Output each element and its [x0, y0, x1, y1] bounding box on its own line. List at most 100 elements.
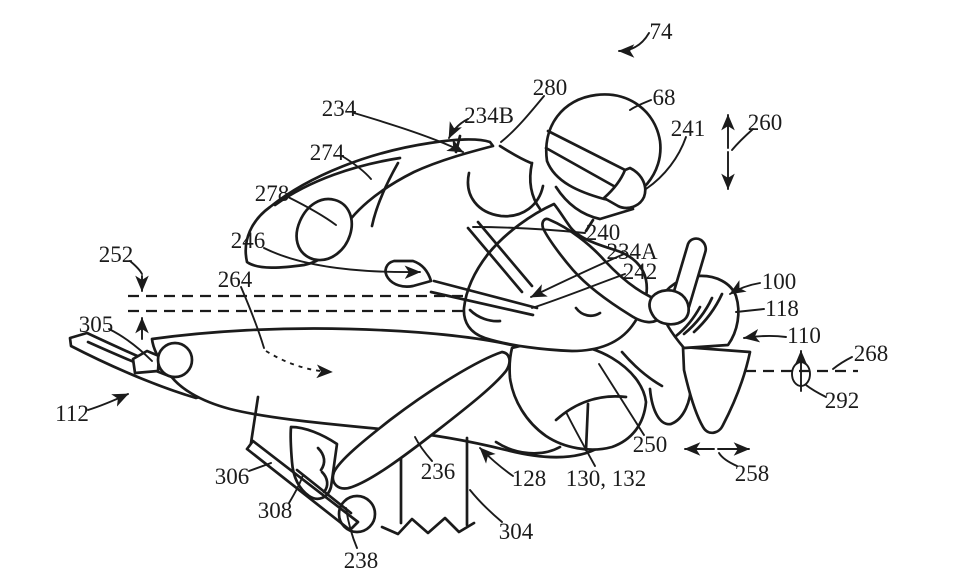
ref-label-74: 74 [650, 19, 674, 44]
tail-roller [156, 341, 194, 379]
pedestal-break-line [380, 516, 476, 536]
rider-arm [541, 217, 663, 324]
leader-250 [598, 363, 645, 436]
ref-label-238: 238 [344, 548, 379, 573]
ref-label-246: 246 [231, 228, 266, 253]
ref-label-110: 110 [787, 323, 821, 348]
rider-thigh [331, 350, 511, 490]
ref-label-308: 308 [258, 498, 293, 523]
arrow-264-dashed [265, 350, 333, 379]
boot-lace-line-2 [320, 470, 329, 494]
ref-label-292: 292 [825, 388, 860, 413]
ref-label-240: 240 [586, 220, 621, 245]
leader-130-132 [565, 411, 596, 467]
shoulder-pad [295, 197, 354, 262]
rider-hand [648, 289, 690, 326]
front-fin [681, 345, 752, 435]
roller-bracket [131, 349, 161, 375]
leader-308 [288, 474, 304, 504]
leader-268 [832, 356, 853, 370]
foot-peg [245, 439, 360, 532]
ref-label-305: 305 [79, 312, 114, 337]
ref-label-234: 234 [322, 96, 357, 121]
arrow-110 [743, 328, 787, 343]
ref-label-68: 68 [653, 85, 676, 110]
leader-240 [472, 226, 586, 234]
ref-label-280: 280 [533, 75, 568, 100]
neck-line-back [528, 161, 542, 211]
ref-label-128: 128 [512, 466, 547, 491]
hull-underside-wave [494, 440, 562, 455]
flap-upper-line [620, 350, 664, 388]
neck-front-line [584, 218, 595, 233]
windshield-line-2 [682, 296, 714, 336]
rider [244, 93, 708, 534]
ref-label-250: 250 [633, 432, 668, 457]
arrow-128 [479, 447, 514, 477]
boot-lace-line-1 [316, 446, 326, 472]
flap-right-vane [648, 382, 693, 426]
flap-body [508, 341, 648, 451]
flap-edge-line [584, 402, 590, 452]
hip-line [468, 308, 502, 323]
ref-label-234A: 234A [606, 239, 658, 264]
ref-label-274: 274 [310, 140, 345, 165]
ref-label-100: 100 [762, 269, 797, 294]
leader-258 [718, 452, 738, 467]
leader-274 [341, 155, 372, 180]
leader-292 [805, 384, 827, 398]
leader-260 [731, 128, 754, 151]
boot-sole-line [295, 468, 353, 515]
ref-label-278: 278 [255, 181, 290, 206]
arrow-246 [263, 247, 421, 280]
ref-label-236: 236 [421, 459, 456, 484]
leader-306 [248, 462, 272, 472]
lap-strap-band [429, 279, 539, 317]
leader-252 [129, 260, 143, 275]
belly-line [574, 306, 602, 318]
leader-236 [414, 436, 433, 462]
ref-label-264: 264 [218, 267, 253, 292]
ref-label-241: 241 [671, 116, 706, 141]
windshield-line-3 [674, 305, 702, 338]
windshield-line-1 [692, 292, 724, 334]
rider-torso [462, 202, 649, 353]
ref-label-260: 260 [748, 110, 783, 135]
arrow-234B [448, 118, 469, 139]
leader-280 [500, 95, 545, 143]
arrow-234 [353, 112, 464, 153]
ref-label-130-132: 130, 132 [566, 466, 647, 491]
neck-line-upper [498, 144, 533, 165]
boot-shaft [289, 425, 339, 501]
leader-305 [108, 328, 153, 362]
arrow-234A [530, 253, 625, 298]
arrow-74 [618, 32, 650, 58]
ref-label-112: 112 [55, 401, 89, 426]
ref-label-306: 306 [215, 464, 250, 489]
leader-118 [735, 308, 765, 313]
ref-label-118: 118 [765, 296, 799, 321]
yaw-twist-loop [791, 361, 811, 387]
arrow-100 [729, 280, 761, 295]
leader-304 [469, 489, 503, 523]
leader-278 [287, 196, 337, 226]
ref-label-252: 252 [99, 242, 134, 267]
reference-labels: 74 280 68 241 260 234 234B 274 278 246 2… [55, 19, 888, 573]
leader-68 [629, 99, 652, 111]
ref-label-258: 258 [735, 461, 770, 486]
leader-242 [531, 273, 626, 309]
shoulder-strap [466, 220, 534, 294]
chin-guard [554, 185, 635, 221]
airbag-divider-line [370, 161, 400, 228]
ref-label-234B: 234B [464, 103, 514, 128]
annotation-arrows [87, 32, 853, 549]
leader-238 [345, 507, 358, 549]
arrow-112 [87, 393, 129, 411]
ref-label-304: 304 [499, 519, 534, 544]
ref-label-268: 268 [854, 341, 889, 366]
peg-strut [249, 395, 260, 445]
visor-cap [602, 166, 647, 210]
leader-264 [240, 286, 265, 349]
